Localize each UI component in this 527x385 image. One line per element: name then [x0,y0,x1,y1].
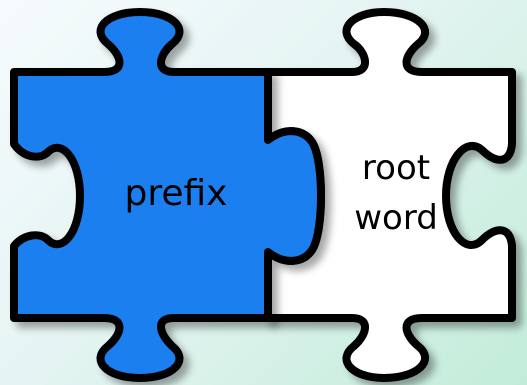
root-word-label-line-2: word [354,198,438,238]
prefix-piece: prefix [10,8,325,382]
root-word-label-line-1: root [362,148,430,188]
prefix-piece-shape [10,8,325,382]
prefix-label: prefix [125,173,228,214]
